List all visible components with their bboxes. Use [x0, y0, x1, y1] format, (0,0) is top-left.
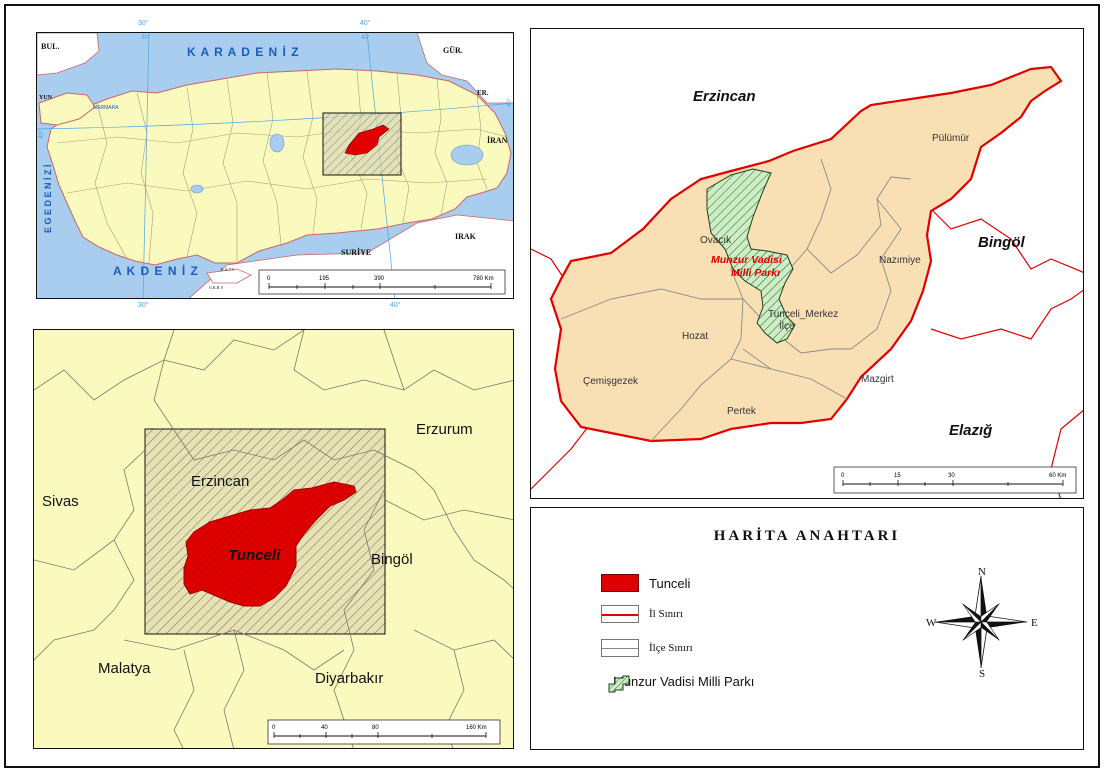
cyprus-land [206, 268, 252, 284]
label-mazgirt: Mazgirt [861, 374, 894, 385]
label-pulumur: Pülümür [932, 133, 970, 144]
label-erzincan: Erzincan [693, 88, 756, 105]
graticule-label-30-bottom: 30° [138, 302, 149, 309]
label-diyarbakir: Diyarbakır [315, 670, 383, 687]
georgia-label: GÜR. [443, 46, 463, 55]
district-map-panel: Erzincan Bingöl Elazığ Pülümür Ovacık Na… [530, 28, 1084, 499]
label-elazig: Elazığ [949, 422, 992, 439]
label-nazimiye: Nazımiye [879, 255, 921, 266]
legend-label-il-siniri: İl Sınırı [649, 608, 683, 620]
iraq-label: IRAK [455, 232, 477, 241]
graticule-label-40-bottom: 40° [390, 302, 401, 309]
munzur-national-park [706, 168, 796, 344]
lake-beysehir [190, 184, 204, 194]
tunceli-province [549, 65, 1063, 443]
lake-van [450, 144, 484, 166]
scale-tick-3: 160 Km [466, 725, 487, 731]
bulgaria-land [37, 33, 100, 76]
label-hozat: Hozat [682, 331, 708, 342]
graticule-label-40-right: 40° [507, 97, 513, 107]
trnc-label: K.K.T.C [221, 267, 235, 272]
compass-s: S [979, 668, 986, 680]
compass-e: E [1031, 617, 1038, 629]
regional-scale-bar: 0 40 80 160 Km [267, 719, 501, 745]
legend-item-park: Munzur Vadisi Milli Parkı [607, 674, 755, 693]
district-scale-bar: 0 15 30 60 Km [833, 466, 1077, 494]
scale-tick-2: 390 [374, 276, 385, 282]
overview-scale-bar: 0 195 390 780 Km [258, 269, 506, 295]
greece-label: YUN [39, 95, 53, 101]
scale-tick-0: 0 [841, 473, 845, 479]
lake-tuz [269, 133, 285, 153]
compass-n: N [978, 566, 986, 578]
legend-swatch-il-siniri [601, 605, 639, 623]
legend-swatch-ilce-siniri [601, 639, 639, 657]
legend-label-ilce-siniri: İlçe Sınırı [649, 642, 693, 654]
compass-w: W [926, 617, 937, 629]
legend-label-park: Munzur Vadisi Milli Parkı [613, 674, 755, 689]
graticule-label-40-topout: 40° [360, 20, 371, 27]
tunceli-shape [344, 124, 390, 156]
scale-tick-3: 60 Km [1049, 473, 1066, 479]
syria-label: SURİYE [341, 247, 371, 257]
label-erzurum: Erzurum [416, 421, 473, 438]
graticule-label-40-top: 40° [361, 35, 371, 41]
graticule-label-40-left: 40° [39, 129, 45, 139]
regional-map-panel: Erzurum Sivas Erzincan Bingöl Malatya Di… [33, 329, 514, 749]
label-cemisgezek: Çemişgezek [583, 376, 639, 387]
compass-rose-icon [934, 575, 1028, 669]
tunceli-shape [183, 481, 357, 607]
legend-item-ilce-siniri: İlçe Sınırı [601, 639, 693, 657]
map-sheet-frame [4, 4, 1100, 768]
label-bingol: Bingöl [371, 551, 413, 568]
regional-province-boundaries [34, 330, 513, 748]
bulgaria-label: BUL. [41, 42, 59, 51]
label-merkez: Tunceli_Merkez [768, 309, 838, 320]
label-pertek: Pertek [727, 406, 757, 417]
scale-tick-1: 15 [894, 473, 901, 479]
scale-tick-1: 195 [319, 276, 330, 282]
scale-tick-0: 0 [267, 276, 271, 282]
label-merkez-ilce: İlçe [779, 319, 795, 332]
graticule-label-30-top: 30° [141, 35, 151, 41]
label-ovacik: Ovacık [700, 235, 732, 246]
aegean-label: E G E D E N İ Z İ [43, 164, 53, 233]
iran-label: İRAN [487, 135, 508, 145]
regional-map: Erzurum Sivas Erzincan Bingöl Malatya Di… [34, 330, 513, 748]
label-park-line2: Milli Parkı [731, 267, 780, 279]
label-malatya: Malatya [98, 660, 151, 677]
black-sea-label: K A R A D E N İ Z [187, 44, 300, 59]
mediterranean-label: A K D E N İ Z [113, 263, 199, 278]
scale-tick-0: 0 [272, 725, 276, 731]
georgia-land [416, 33, 513, 104]
marmara-label: MARMARA [93, 105, 119, 111]
thrace-land [38, 92, 96, 126]
legend-item-tunceli: Tunceli [601, 574, 690, 592]
graticule-label-30-topout: 30° [138, 20, 149, 27]
legend-label-tunceli: Tunceli [649, 575, 691, 591]
label-park-line1: Munzur Vadisi [711, 254, 783, 266]
scale-tick-1: 40 [321, 725, 328, 731]
label-tunceli: Tunceli [228, 547, 281, 564]
scale-tick-3: 780 Km [473, 276, 494, 282]
south-cyprus-label: G.K.R.Y [209, 285, 223, 290]
legend-item-il-siniri: İl Sınırı [601, 605, 683, 623]
label-sivas: Sivas [42, 493, 79, 510]
label-bingol: Bingöl [978, 234, 1025, 251]
label-erzincan: Erzincan [191, 473, 249, 490]
armenia-label: ER. [477, 89, 489, 97]
scale-tick-2: 80 [372, 725, 379, 731]
legend-swatch-tunceli [601, 574, 639, 592]
scale-tick-2: 30 [948, 473, 955, 479]
overview-map-panel: K A R A D E N İ Z A K D E N İ Z E G E D … [36, 32, 514, 299]
legend-swatch-park [608, 675, 630, 693]
district-map: Erzincan Bingöl Elazığ Pülümür Ovacık Na… [531, 29, 1083, 498]
legend-title: HARİTA ANAHTARI [713, 528, 901, 544]
legend-panel: HARİTA ANAHTARI Tunceli İl Sınırı İlçe S… [530, 507, 1084, 750]
overview-map: K A R A D E N İ Z A K D E N İ Z E G E D … [37, 33, 513, 298]
